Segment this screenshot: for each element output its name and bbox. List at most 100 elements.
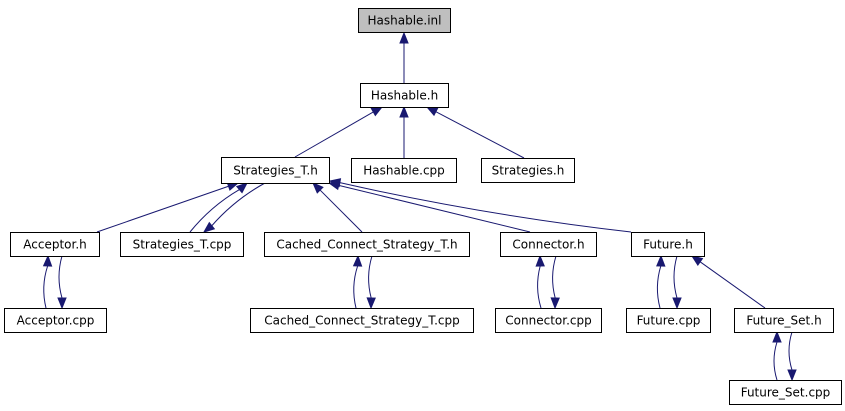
node-connector-h[interactable]: Connector.h — [500, 232, 597, 257]
node-label: Hashable.cpp — [363, 164, 445, 178]
edge-line — [673, 255, 678, 299]
node-future-set-h[interactable]: Future_Set.h — [734, 308, 834, 333]
arrowhead — [690, 255, 704, 266]
arrowhead — [399, 31, 409, 44]
edge-line — [773, 341, 778, 381]
edge-strategies_t_cpp-to-strategies_t_h — [189, 182, 249, 233]
edge-connector_cpp-to-connector_h — [535, 254, 545, 309]
edge-line — [368, 255, 373, 299]
edge-future_h-to-strategies_t_h — [328, 178, 632, 233]
arrowhead — [57, 297, 67, 310]
node-label: Strategies.h — [492, 164, 565, 178]
edge-strategies_t_h-to-hashable_h — [294, 106, 384, 158]
edge-future_set_cpp-to-future_set_h — [772, 330, 782, 381]
edge-connector_h-to-connector_cpp — [550, 255, 560, 310]
node-label: Future.h — [643, 238, 693, 252]
edge-line — [319, 189, 363, 233]
edge-future_set_h-to-future_h — [690, 255, 766, 309]
edge-future_set_h-to-future_set_cpp — [787, 331, 797, 382]
node-label: Future_Set.h — [746, 314, 821, 328]
node-strategies-h[interactable]: Strategies.h — [481, 158, 575, 183]
arrowhead — [370, 106, 384, 117]
arrowhead — [535, 254, 545, 267]
node-box — [360, 83, 449, 108]
node-cached-cpp[interactable]: Cached_Connect_Strategy_T.cpp — [250, 308, 474, 333]
node-label: Future_Set.cpp — [741, 386, 831, 400]
edge-line — [656, 265, 662, 309]
edge-line — [294, 111, 374, 158]
node-box — [264, 232, 470, 257]
node-hashable-inl[interactable]: Hashable.inl — [358, 8, 451, 33]
node-acceptor-cpp[interactable]: Acceptor.cpp — [4, 308, 107, 333]
node-connector-cpp[interactable]: Connector.cpp — [495, 308, 602, 333]
node-box — [481, 158, 575, 183]
node-box — [250, 308, 474, 333]
edge-connector_h-to-strategies_t_h — [327, 180, 531, 233]
node-box — [351, 158, 457, 183]
arrowhead — [352, 254, 363, 267]
node-box — [729, 380, 842, 405]
node-strategies-t-h[interactable]: Strategies_T.h — [221, 157, 330, 184]
arrowhead — [656, 254, 666, 267]
edge-hashable_h-to-hashable_inl — [399, 31, 409, 83]
arrowhead — [550, 297, 560, 310]
node-strategies-t-cpp[interactable]: Strategies_T.cpp — [120, 232, 244, 257]
arrowhead — [787, 369, 797, 382]
node-box — [10, 232, 100, 257]
arrowhead — [328, 178, 342, 188]
edge-line — [435, 111, 525, 159]
edge-line — [58, 255, 63, 299]
edge-hashable_cpp-to-hashable_h — [399, 105, 409, 158]
edge-cached_h-to-strategies_t_h — [312, 182, 363, 233]
edge-future_h-to-future_cpp — [672, 255, 682, 310]
edge-strategies_h-to-hashable_h — [425, 106, 525, 159]
node-hashable-cpp[interactable]: Hashable.cpp — [351, 158, 457, 183]
node-future-set-cpp[interactable]: Future_Set.cpp — [729, 380, 842, 405]
node-acceptor-h[interactable]: Acceptor.h — [10, 232, 100, 257]
arrowhead — [312, 182, 324, 194]
edge-line — [96, 185, 229, 233]
arrowhead — [202, 221, 216, 233]
arrowhead — [672, 297, 682, 310]
node-box — [734, 308, 834, 333]
node-future-cpp[interactable]: Future.cpp — [626, 308, 711, 333]
node-box — [631, 232, 705, 257]
node-box — [500, 232, 597, 257]
node-box — [358, 8, 451, 33]
edge-cached_cpp-to-cached_h — [352, 254, 363, 309]
arrowhead — [425, 106, 439, 117]
arrowhead — [772, 330, 782, 343]
edge-cached_h-to-cached_cpp — [366, 255, 376, 310]
edge-line — [552, 255, 557, 299]
node-label: Hashable.inl — [367, 14, 441, 28]
node-label: Hashable.h — [371, 89, 438, 103]
node-future-h[interactable]: Future.h — [631, 232, 705, 257]
node-hashable-h[interactable]: Hashable.h — [360, 83, 449, 108]
edge-future_cpp-to-future_h — [656, 254, 666, 309]
edge-line — [338, 184, 531, 233]
node-box — [120, 232, 244, 257]
node-label: Connector.h — [512, 238, 584, 252]
arrowhead — [366, 297, 376, 310]
edge-line — [537, 265, 542, 309]
edge-line — [43, 265, 49, 309]
node-label: Cached_Connect_Strategy_T.cpp — [264, 314, 460, 328]
node-label: Strategies_T.h — [233, 164, 318, 178]
node-box — [4, 308, 107, 333]
edge-strategies_t_h-to-strategies_t_cpp — [202, 182, 266, 233]
arrowhead — [42, 254, 53, 267]
edge-acceptor_h-to-strategies_t_h — [96, 181, 240, 233]
node-label: Future.cpp — [637, 314, 701, 328]
edge-line — [211, 182, 266, 227]
node-label: Strategies_T.cpp — [133, 238, 232, 252]
arrowhead — [235, 182, 249, 194]
node-label: Cached_Connect_Strategy_T.h — [276, 238, 457, 252]
node-label: Acceptor.cpp — [17, 314, 95, 328]
edge-acceptor_h-to-acceptor_cpp — [57, 255, 67, 310]
edges — [42, 31, 797, 382]
edge-line — [339, 182, 632, 233]
node-label: Acceptor.h — [23, 238, 87, 252]
node-cached-h[interactable]: Cached_Connect_Strategy_T.h — [264, 232, 470, 257]
arrowhead — [399, 105, 409, 118]
